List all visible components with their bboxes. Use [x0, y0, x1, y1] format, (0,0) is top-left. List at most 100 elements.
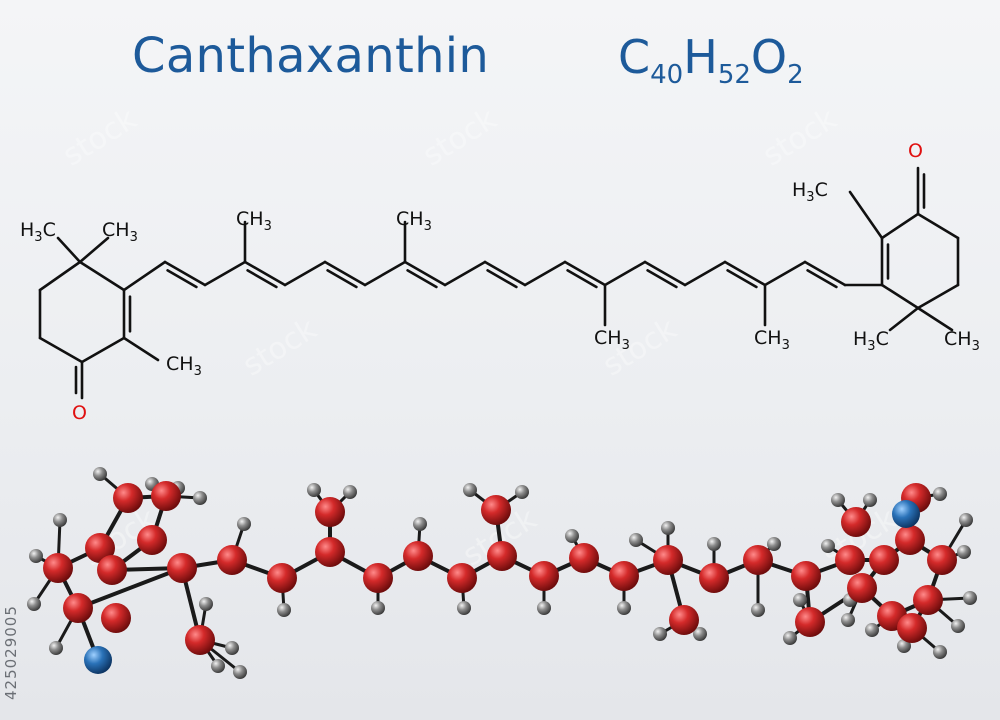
hydrogen-atom — [841, 613, 855, 627]
bond-line — [363, 260, 407, 287]
bond-line — [916, 212, 960, 240]
carbon-atom — [63, 593, 93, 623]
formula-carbon-count: 40 — [650, 60, 684, 90]
methyl-label: CH3 — [594, 327, 630, 353]
double-bond-line — [646, 269, 678, 289]
carbon-atom — [791, 561, 821, 591]
bond-line — [403, 260, 447, 287]
bond-line — [38, 260, 82, 292]
carbon-atom — [841, 507, 871, 537]
bond-line — [916, 306, 954, 332]
formula-hydrogen-count: 52 — [717, 60, 751, 90]
hydrogen-atom — [463, 483, 477, 497]
carbon-atom — [43, 553, 73, 583]
hydrogen-atom — [963, 591, 977, 605]
bond-line — [888, 306, 920, 332]
carbon-atom — [85, 533, 115, 563]
bond-line — [122, 260, 167, 292]
carbon-atom — [363, 563, 393, 593]
hydrogen-atom — [457, 601, 471, 615]
hydrogen-atom — [897, 639, 911, 653]
hydrogen-atom — [661, 521, 675, 535]
hydrogen-atom — [783, 631, 797, 645]
double-bond-line — [486, 269, 518, 289]
carbon-atom — [913, 585, 943, 615]
carbon-atom — [699, 563, 729, 593]
carbon-atom — [487, 541, 517, 571]
hydrogen-atom — [617, 601, 631, 615]
carbon-atom — [835, 545, 865, 575]
hydrogen-atom — [959, 513, 973, 527]
bond-line — [163, 260, 207, 287]
double-bond-line — [326, 269, 358, 289]
hydrogen-atom — [49, 641, 63, 655]
hydrogen-atom — [767, 537, 781, 551]
hydrogen-atom — [865, 623, 879, 637]
double-bond-line — [726, 269, 758, 289]
carbon-atom — [847, 573, 877, 603]
hydrogen-atom — [629, 533, 643, 547]
carbon-atom — [151, 481, 181, 511]
carbon-atom — [897, 613, 927, 643]
hydrogen-atom — [951, 619, 965, 633]
carbon-atom — [795, 607, 825, 637]
carbon-atom — [315, 537, 345, 567]
bond-line — [78, 236, 110, 264]
hydrogen-atom — [693, 627, 707, 641]
formula-oxygen-count: 2 — [787, 60, 804, 90]
hydrogen-atom — [413, 517, 427, 531]
carbon-atom — [447, 563, 477, 593]
hydrogen-atom — [225, 641, 239, 655]
hydrogen-atom — [863, 493, 877, 507]
methyl-label: H3C — [792, 179, 828, 205]
model-bond — [76, 566, 184, 610]
bond-line — [916, 283, 960, 310]
bond-line — [443, 260, 487, 287]
hydrogen-atom — [957, 545, 971, 559]
methyl-label: CH3 — [396, 208, 432, 234]
carbon-atom — [217, 545, 247, 575]
formula-oxygen-symbol: O — [750, 30, 788, 84]
carbon-atom — [267, 563, 297, 593]
formula-carbon-symbol: C — [618, 30, 651, 84]
hydrogen-atom — [277, 603, 291, 617]
formula-hydrogen-symbol: H — [683, 30, 718, 84]
bond-line — [56, 236, 82, 264]
bond-line — [563, 260, 607, 287]
hydrogen-atom — [29, 549, 43, 563]
bond-line — [483, 260, 527, 287]
carbon-atom — [869, 545, 899, 575]
hydrogen-atom — [751, 603, 765, 617]
methyl-label: CH3 — [944, 328, 980, 354]
double-bond-line — [806, 269, 838, 289]
carbon-atom — [185, 625, 215, 655]
hydrogen-atom — [199, 597, 213, 611]
carbon-atom — [315, 497, 345, 527]
bond-line — [723, 260, 767, 287]
hydrogen-atom — [93, 467, 107, 481]
carbon-atom — [669, 605, 699, 635]
oxygen-atom — [892, 500, 920, 528]
hydrogen-atom — [343, 485, 357, 499]
carbon-atom — [97, 555, 127, 585]
carbon-atom — [481, 495, 511, 525]
carbon-atom — [895, 525, 925, 555]
hydrogen-atom — [537, 601, 551, 615]
model-atoms — [27, 467, 977, 679]
carbon-atom — [569, 543, 599, 573]
bond-line — [78, 260, 126, 292]
bond-line — [283, 260, 327, 287]
bond-line — [643, 260, 687, 287]
carbon-atom — [529, 561, 559, 591]
hydrogen-atom — [707, 537, 721, 551]
molecular-formula: C40H52O2 — [618, 30, 804, 90]
methyl-label: CH3 — [166, 353, 202, 379]
oxygen-label: O — [72, 402, 87, 424]
bond-line — [763, 260, 807, 287]
carbon-atom — [653, 545, 683, 575]
double-bond-line — [166, 269, 198, 289]
carbon-atom — [609, 561, 639, 591]
